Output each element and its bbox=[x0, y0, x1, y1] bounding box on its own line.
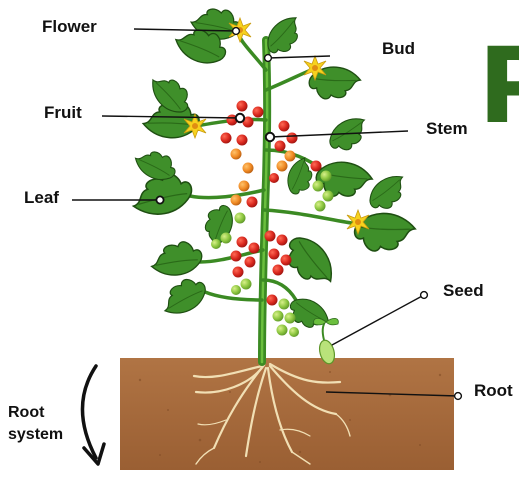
label-root-system-line2: system bbox=[8, 424, 63, 446]
label-bud: Bud bbox=[382, 40, 415, 57]
label-stem: Stem bbox=[426, 120, 468, 137]
label-root-system-line1: Root bbox=[8, 402, 63, 424]
root-system-arrow bbox=[82, 366, 104, 464]
fruit-cluster-top bbox=[221, 101, 264, 160]
soil bbox=[120, 358, 454, 470]
leaves bbox=[131, 0, 417, 338]
label-fruit: Fruit bbox=[44, 104, 82, 121]
title-fragment: P bbox=[478, 34, 519, 138]
label-root: Root bbox=[474, 382, 513, 399]
label-seed: Seed bbox=[443, 282, 484, 299]
label-root-system: Root system bbox=[8, 402, 63, 445]
label-leaf: Leaf bbox=[24, 189, 59, 206]
label-flower: Flower bbox=[42, 18, 97, 35]
